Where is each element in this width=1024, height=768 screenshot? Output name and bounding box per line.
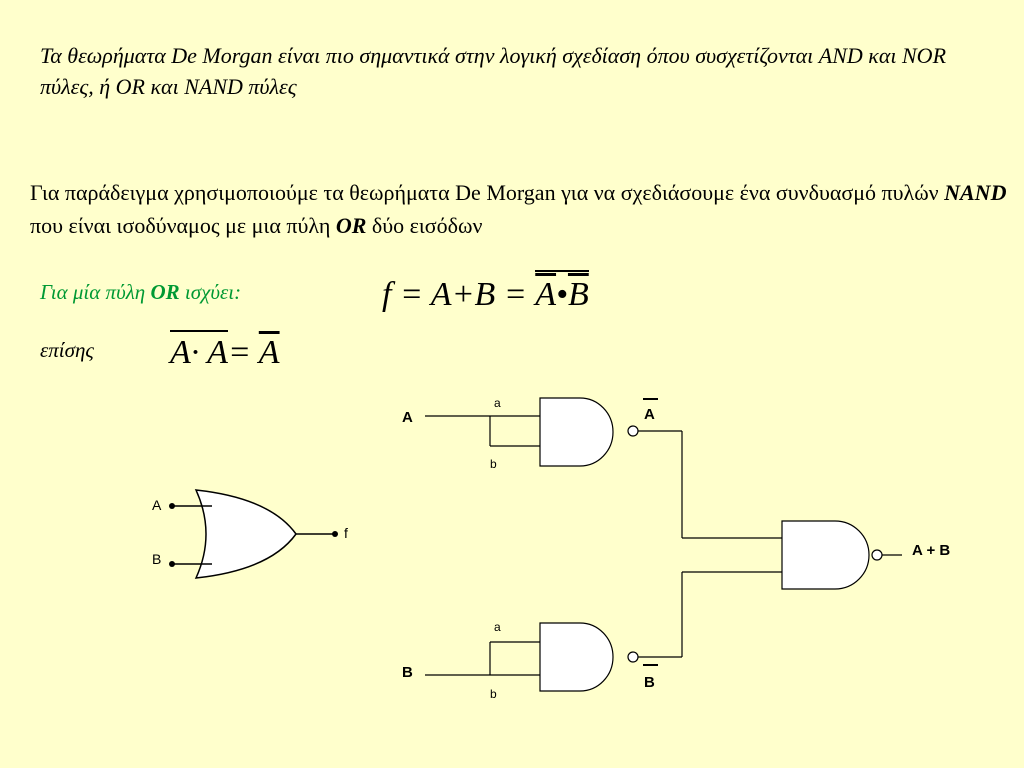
nand-top-body — [539, 397, 614, 467]
or-caption: Για μία πύλη OR ισχύει: — [40, 280, 241, 305]
nand-bottom-input-label: B — [402, 664, 413, 681]
nand-top-a-label: a — [494, 396, 501, 410]
example-pre: Για παράδειγμα χρησιμοποιούμε τα θεωρήμα… — [30, 180, 945, 205]
example-or: OR — [335, 213, 367, 238]
eq1-equals: = — [399, 276, 423, 313]
eq1-a-bar: A — [535, 276, 557, 313]
eq1-plus: + — [451, 276, 475, 313]
or-caption-pre: Για μία πύλη — [40, 280, 151, 304]
or-input-b-dot — [169, 561, 175, 567]
nand-top-input-label: A — [402, 409, 413, 426]
eq1-equals-2: = — [503, 276, 527, 313]
or-caption-post: ισχύει: — [179, 280, 242, 304]
nand-top-bubble — [627, 425, 639, 437]
example-mid: που είναι ισοδύναμος με μια πύλη — [30, 213, 336, 238]
or-gate — [172, 489, 334, 579]
example-post: δύο εισόδων — [366, 213, 483, 238]
nand-bottom-body — [539, 622, 614, 692]
eq1-b: B — [474, 276, 496, 313]
nand-bottom-bubble — [627, 651, 639, 663]
equation-or: f = A+B = A•B — [382, 270, 589, 314]
or-input-b-label: B — [152, 551, 161, 567]
nand-top — [425, 397, 782, 539]
or-gate-body — [194, 489, 297, 579]
equation-also: A· A= A — [170, 330, 280, 372]
nand-final-bubble — [871, 549, 883, 561]
eq1-b-bar: B — [567, 276, 589, 313]
or-caption-or: OR — [150, 280, 180, 304]
nand-bottom-out-label: B — [644, 674, 655, 691]
nand-bottom-b-label: b — [490, 687, 497, 701]
example-paragraph: Για παράδειγμα χρησιμοποιούμε τα θεωρήμα… — [30, 176, 1010, 242]
or-input-a-label: A — [152, 497, 162, 513]
eq1-nand-group: A•B — [535, 270, 589, 314]
nand-bottom-a-label: a — [494, 620, 501, 634]
example-nand: NAND — [944, 180, 1007, 205]
eq2-a-bar: A — [258, 334, 280, 371]
nand-top-b-label: b — [490, 457, 497, 471]
nand-bottom — [425, 571, 782, 692]
also-label: επίσης — [40, 338, 94, 362]
or-output-dot — [332, 531, 338, 537]
or-input-a-dot — [169, 503, 175, 509]
final-output-label: A + B — [912, 542, 950, 559]
eq2-equals: = — [227, 334, 251, 371]
intro-paragraph: Τα θεωρήματα De Morgan είναι πιο σημαντι… — [40, 43, 947, 99]
eq2-dot: · — [190, 334, 200, 371]
eq2-a2: A — [207, 334, 228, 371]
eq1-dot: • — [556, 276, 568, 313]
nand-final — [781, 520, 902, 590]
eq1-f: f — [382, 276, 392, 313]
or-output-label: f — [344, 525, 348, 541]
nand-top-out-label: A — [644, 406, 655, 423]
eq2-group: A· A — [170, 330, 228, 372]
eq2-a1: A — [170, 334, 191, 371]
eq1-a: A — [430, 276, 452, 313]
nand-final-body — [781, 520, 870, 590]
